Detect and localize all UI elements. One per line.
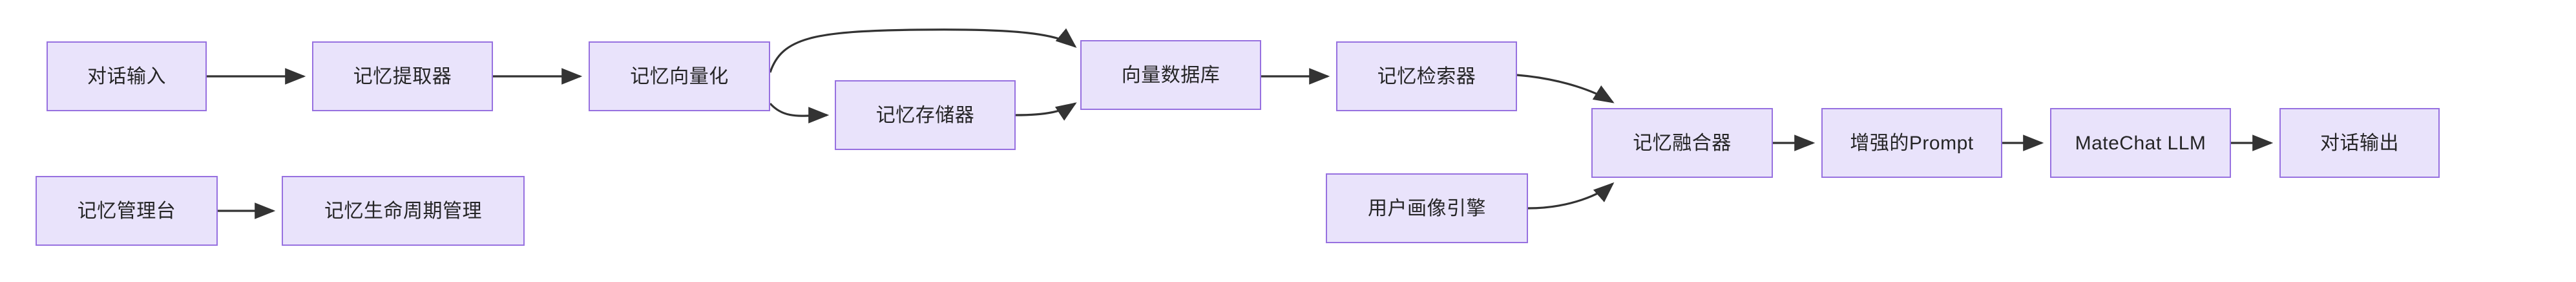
node-memory-lifecycle[interactable]: 记忆生命周期管理 xyxy=(282,176,525,246)
node-label: 向量数据库 xyxy=(1121,64,1220,86)
edge-user-profile-to-memory-fusion xyxy=(1527,182,1615,210)
edge-memory-retriever-to-memory-fusion xyxy=(1516,74,1615,103)
node-enhanced-prompt[interactable]: 增强的Prompt xyxy=(1821,108,2002,178)
node-label: 记忆管理台 xyxy=(77,200,176,222)
node-label: 记忆存储器 xyxy=(875,104,975,126)
node-label: 记忆提取器 xyxy=(353,65,452,87)
node-label: 记忆生命周期管理 xyxy=(324,200,482,222)
node-matechat-llm[interactable]: MateChat LLM xyxy=(2050,108,2231,178)
node-dialog-input[interactable]: 对话输入 xyxy=(47,41,207,111)
node-vector-db[interactable]: 向量数据库 xyxy=(1080,40,1261,110)
node-label: 记忆向量化 xyxy=(630,65,729,87)
edge-memory-store-to-vector-db xyxy=(1015,102,1077,121)
node-label: 记忆检索器 xyxy=(1377,65,1476,87)
node-user-profile-engine[interactable]: 用户画像引擎 xyxy=(1326,173,1528,243)
node-label: 用户画像引擎 xyxy=(1368,197,1486,219)
node-memory-vectorize[interactable]: 记忆向量化 xyxy=(589,41,770,111)
edge-memory-vectorize-to-vector-db xyxy=(769,28,1077,73)
node-label: 记忆融合器 xyxy=(1633,132,1732,154)
node-memory-fusion[interactable]: 记忆融合器 xyxy=(1591,108,1773,178)
node-memory-console[interactable]: 记忆管理台 xyxy=(36,176,218,246)
node-label: MateChat LLM xyxy=(2075,132,2206,154)
node-label: 对话输出 xyxy=(2320,132,2399,154)
node-label: 增强的Prompt xyxy=(1850,132,1974,154)
node-memory-extractor[interactable]: 记忆提取器 xyxy=(312,41,493,111)
node-dialog-output[interactable]: 对话输出 xyxy=(2279,108,2440,178)
node-memory-store[interactable]: 记忆存储器 xyxy=(835,80,1016,150)
node-label: 对话输入 xyxy=(87,65,166,87)
edge-memory-vectorize-to-memory-store xyxy=(769,102,830,124)
node-memory-retriever[interactable]: 记忆检索器 xyxy=(1336,41,1517,111)
